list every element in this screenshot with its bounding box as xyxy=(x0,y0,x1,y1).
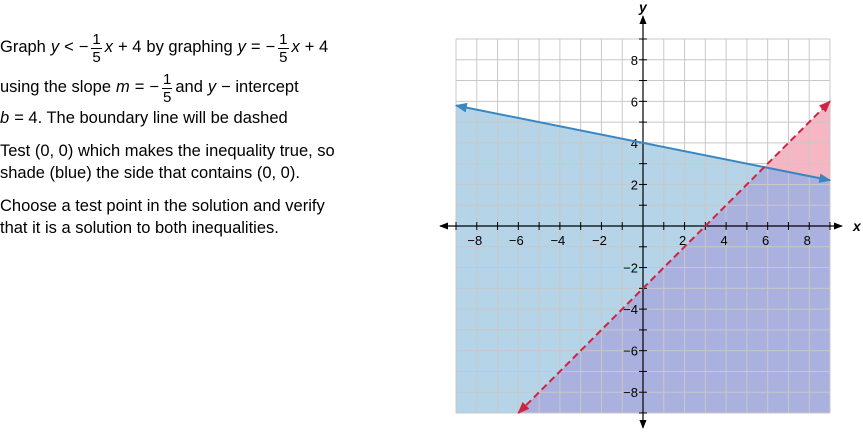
text-intercept: − intercept xyxy=(221,78,299,97)
instruction-line-4: Test (0, 0) which makes the inequality t… xyxy=(0,142,335,161)
y-tick-label: 6 xyxy=(631,94,638,109)
x-tick-label: −8 xyxy=(467,233,482,248)
x-tick-label: −4 xyxy=(550,233,565,248)
fraction-numerator: 1 xyxy=(162,70,173,89)
minus-sign: − xyxy=(78,38,89,57)
fraction-denominator: 5 xyxy=(163,88,172,106)
fraction-numerator: 1 xyxy=(91,30,102,49)
x-tick-label: −6 xyxy=(509,233,524,248)
var-m: m xyxy=(116,78,130,97)
x-axis-label: x xyxy=(852,218,862,234)
instruction-line-7: that it is a solution to both inequaliti… xyxy=(0,219,279,238)
minus-sign: − xyxy=(149,78,160,97)
y-axis-label: y xyxy=(638,0,648,15)
y-tick-label: 4 xyxy=(631,136,638,151)
var-x: x xyxy=(291,38,300,57)
var-y: y xyxy=(50,38,60,57)
y-tick-label: 2 xyxy=(631,177,638,192)
instruction-line-6: Choose a test point in the solution and … xyxy=(0,197,325,216)
equals-sign: = xyxy=(134,78,145,97)
text-by-graphing: by graphing xyxy=(146,38,233,57)
x-tick-label: 6 xyxy=(762,233,769,248)
text-using-slope: using the slope xyxy=(0,78,111,97)
fraction-denominator: 5 xyxy=(92,48,101,66)
y-tick-label: −2 xyxy=(623,261,638,276)
boundary-lines xyxy=(454,100,832,414)
text-plus-four: + 4 xyxy=(304,38,329,57)
less-than-sign: < xyxy=(64,38,74,57)
y-tick-label: 8 xyxy=(631,53,638,68)
minus-sign: − xyxy=(265,38,276,57)
text-and: and xyxy=(175,78,203,97)
y-tick-label: −8 xyxy=(623,385,638,400)
y-tick-label: −4 xyxy=(623,302,638,317)
fraction-numerator: 1 xyxy=(278,30,289,49)
var-y: y xyxy=(207,78,217,97)
equals-sign: = xyxy=(250,38,261,57)
y-tick-label: −6 xyxy=(623,344,638,359)
instruction-line-5: shade (blue) the side that contains (0, … xyxy=(0,164,300,183)
var-x: x xyxy=(104,38,113,57)
fraction-denominator: 5 xyxy=(279,48,288,66)
text-boundary-dashed: = 4. The boundary line will be dashed xyxy=(14,109,288,128)
dashed-boundary-line xyxy=(517,100,831,414)
instruction-line-3: b = 4. The boundary line will be dashed xyxy=(0,108,420,130)
var-b: b xyxy=(0,109,10,128)
x-tick-label: 4 xyxy=(720,233,727,248)
text-graph: Graph xyxy=(0,38,46,57)
text-plus-four: + 4 xyxy=(117,38,142,57)
var-y: y xyxy=(237,38,246,57)
x-tick-label: 8 xyxy=(804,233,811,248)
x-tick-label: −2 xyxy=(592,233,607,248)
